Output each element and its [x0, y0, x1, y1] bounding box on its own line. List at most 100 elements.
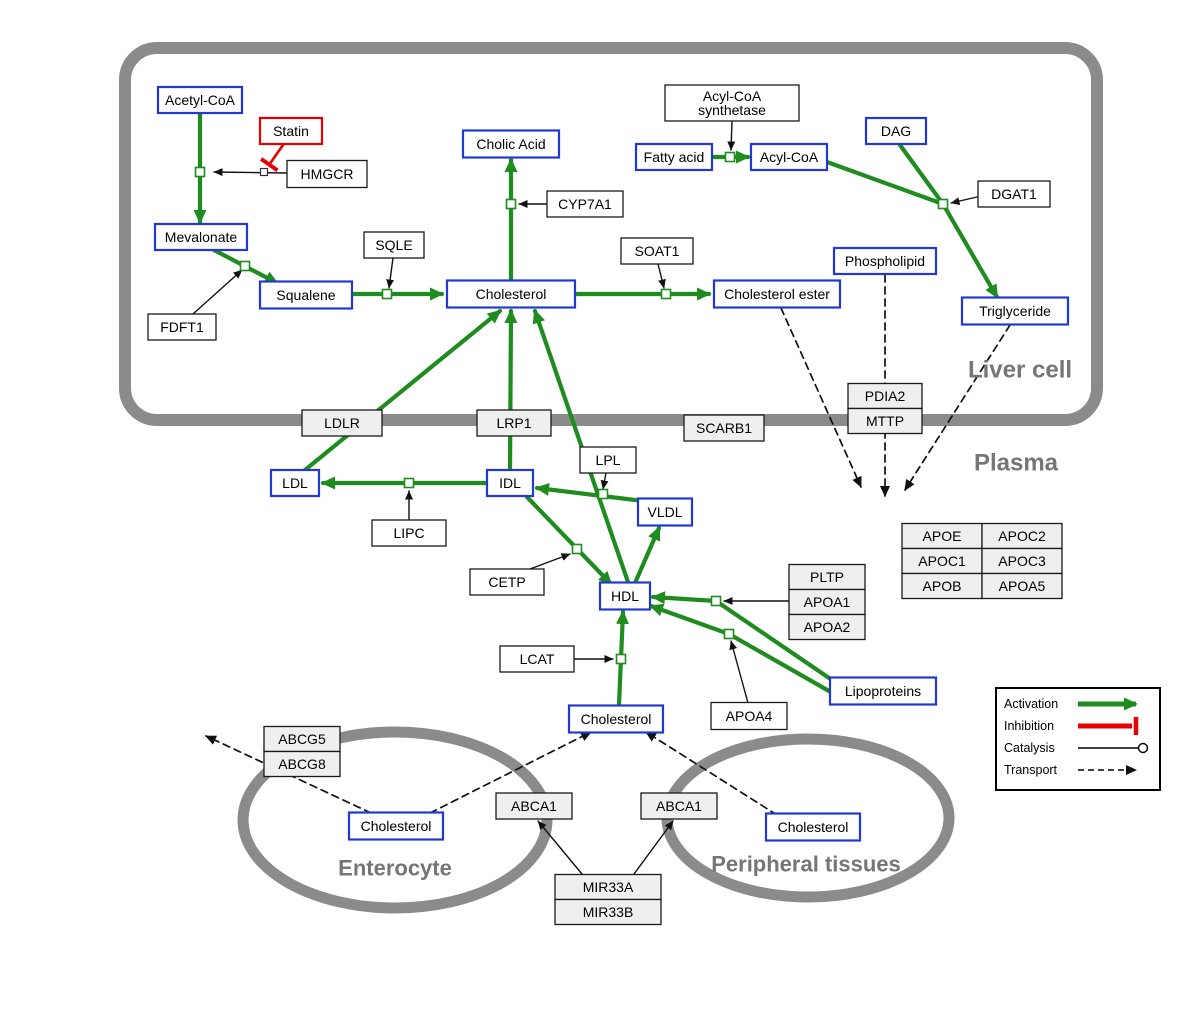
node-dgat1: DGAT1 — [977, 180, 1051, 208]
node-lpl-label: LPL — [596, 452, 621, 468]
node-apoc1-label: APOC1 — [918, 553, 966, 569]
node-vldl: VLDL — [636, 497, 694, 527]
node-apoa2-box — [788, 613, 866, 641]
node-pltp-box — [788, 563, 866, 591]
edge-acylcoasynthetase-catalysis — [727, 120, 736, 151]
node-lipc: LIPC — [371, 519, 447, 547]
reaction-node — [505, 198, 517, 210]
node-apoa1-label: APOA1 — [804, 594, 851, 610]
node-idl: IDL — [485, 468, 535, 498]
legend-label-activation: Activation — [1004, 697, 1058, 711]
node-lcat-box — [499, 645, 575, 673]
node-apoa5-box — [981, 572, 1063, 600]
node-lipoproteins: Lipoproteins — [828, 676, 938, 706]
region-label-peripheral: Peripheral tissues — [711, 852, 901, 877]
node-apob: APOB — [901, 572, 983, 600]
node-soat1: SOAT1 — [620, 237, 694, 265]
node-hmgcr-label: HMGCR — [301, 166, 354, 182]
node-cholesterol-peripheral: Cholesterol — [764, 812, 862, 842]
edge-statin-inhibition — [259, 143, 285, 172]
reaction-node — [194, 166, 206, 178]
reaction-node — [937, 198, 949, 210]
node-mttp-label: MTTP — [866, 413, 904, 429]
node-fdft1-box — [147, 313, 217, 341]
legend-label-catalysis: Catalysis — [1004, 741, 1055, 755]
region-liver-membrane — [119, 42, 1103, 426]
node-triglyceride-label: Triglyceride — [979, 303, 1051, 319]
node-soat1-box — [620, 237, 694, 265]
node-phospholipid-label: Phospholipid — [845, 253, 925, 269]
edge-ldl-cholesterol-uptake — [302, 308, 503, 473]
node-abca1-peripheral-box — [640, 792, 718, 820]
node-mir33b: MIR33B — [554, 898, 662, 926]
region-enterocyte-membrane — [237, 726, 553, 914]
node-cetp-label: CETP — [488, 574, 525, 590]
node-apoa1-box — [788, 588, 866, 616]
node-abca1-enterocyte: ABCA1 — [495, 792, 573, 820]
node-lpl-box — [579, 446, 637, 474]
node-cholic-acid-box — [461, 129, 561, 159]
node-lpl: LPL — [579, 446, 637, 474]
legend-catalysis-circle-icon — [1137, 742, 1149, 754]
edge-idl-hdl — [524, 494, 614, 587]
reaction-node — [724, 151, 736, 163]
node-acyl-coa: Acyl-CoA — [749, 142, 829, 172]
node-lcat: LCAT — [499, 645, 575, 673]
node-mir33b-label: MIR33B — [583, 904, 634, 920]
legend-label-inhibition: Inhibition — [1004, 719, 1054, 733]
node-apoe-box — [901, 522, 983, 550]
edge-dgatnode-triglyceride — [940, 201, 1000, 300]
node-hmgcr-box — [286, 159, 368, 189]
node-cholesterol-plasma-label: Cholesterol — [581, 711, 652, 727]
node-apoa4-label: APOA4 — [726, 708, 773, 724]
node-lcat-label: LCAT — [520, 651, 555, 667]
node-apob-box — [901, 572, 983, 600]
node-acyl-coa-synthetase-label: synthetase — [698, 102, 766, 118]
node-cholic-acid: Cholic Acid — [461, 129, 561, 159]
node-cholesterol-peripheral-label: Cholesterol — [778, 819, 849, 835]
reaction-node — [571, 543, 583, 555]
reaction-node — [723, 628, 735, 640]
node-fatty-acid-label: Fatty acid — [644, 149, 705, 165]
reaction-nodes-layer — [194, 151, 949, 665]
node-mttp: MTTP — [847, 407, 923, 435]
reaction-node — [403, 477, 415, 489]
node-idl-box — [485, 468, 535, 498]
node-lipoproteins-box — [828, 676, 938, 706]
node-dgat1-label: DGAT1 — [991, 186, 1037, 202]
node-apoa5: APOA5 — [981, 572, 1063, 600]
node-cholesterol-enterocyte-label: Cholesterol — [361, 818, 432, 834]
node-dgat1-box — [977, 180, 1051, 208]
node-apob-label: APOB — [923, 578, 962, 594]
edge-vldl-idl — [534, 483, 646, 504]
node-abca1-peripheral: ABCA1 — [640, 792, 718, 820]
node-cholesterol-plasma-box — [567, 704, 665, 734]
edge-dgat1-catalysis — [950, 196, 978, 205]
node-acyl-coa-box — [749, 142, 829, 172]
edge-sqle-catalysis — [386, 257, 395, 289]
edge-dag-dgatnode — [897, 142, 946, 207]
node-statin-label: Statin — [273, 123, 309, 139]
node-acyl-coa-label: Acyl-CoA — [760, 149, 819, 165]
node-scarb1: SCARB1 — [683, 414, 765, 442]
node-vldl-box — [636, 497, 694, 527]
edge-fdft1-catalysis — [192, 269, 243, 315]
node-ldl-label: LDL — [282, 475, 308, 491]
edge-hmgcr-catalysis — [213, 168, 287, 177]
node-idl-label: IDL — [499, 475, 521, 491]
node-abca1-enterocyte-label: ABCA1 — [511, 798, 557, 814]
node-ldlr-box — [301, 409, 383, 437]
node-acetyl-coa-label: Acetyl-CoA — [165, 92, 236, 108]
node-lipoproteins-label: Lipoproteins — [845, 683, 921, 699]
node-cholesterol-enterocyte-box — [347, 811, 445, 841]
node-abcg5: ABCG5 — [263, 725, 341, 753]
node-apoa4-box — [710, 701, 788, 731]
node-acetyl-coa-box — [156, 85, 244, 115]
reaction-node — [381, 288, 393, 300]
region-label-enterocyte: Enterocyte — [338, 856, 452, 881]
